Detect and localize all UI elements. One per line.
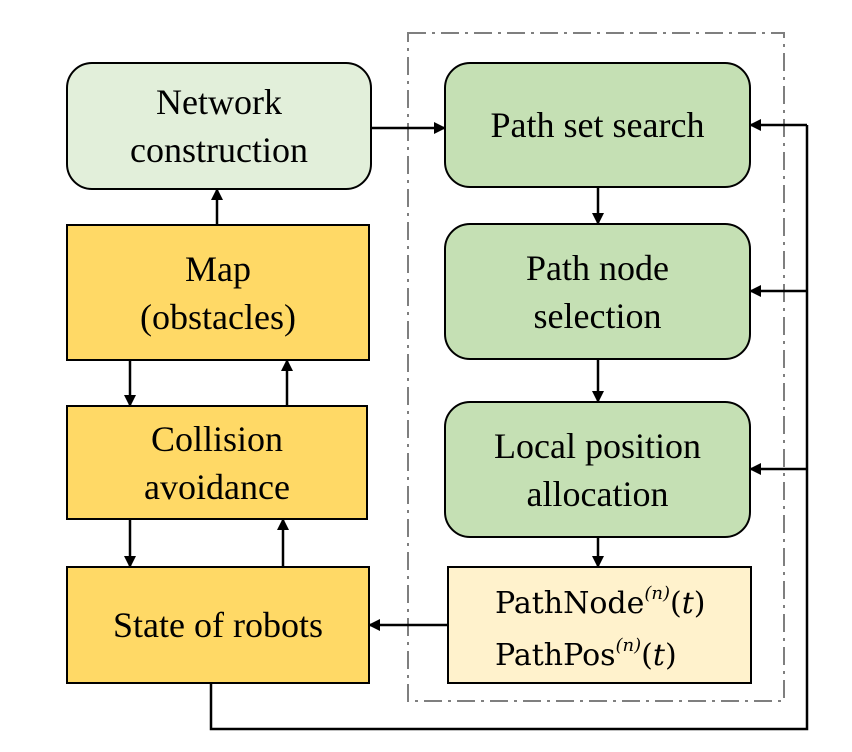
network-construction-line2: construction xyxy=(130,130,308,170)
local-position-allocation-line1: Local position xyxy=(494,425,701,466)
local-position-allocation-box: Local position allocation xyxy=(444,401,751,538)
path-node-selection-line2: selection xyxy=(533,295,662,336)
collision-avoidance-line2: avoidance xyxy=(144,466,290,507)
map-line2: (obstacles) xyxy=(140,296,296,337)
network-construction-line1: Network xyxy=(156,82,282,122)
path-pos-base: PathPos xyxy=(495,638,616,673)
local-position-allocation-line2: allocation xyxy=(526,473,669,514)
state-of-robots-box: State of robots xyxy=(66,566,370,684)
path-set-search-box: Path set search xyxy=(444,62,751,188)
network-construction-box: Network construction xyxy=(66,62,372,190)
path-pos-sup: (n) xyxy=(615,635,642,656)
collision-avoidance-box: Collision avoidance xyxy=(66,405,368,520)
path-node-arg: t xyxy=(681,586,694,621)
path-node-selection-box: Path node selection xyxy=(444,223,751,360)
collision-avoidance-line1: Collision xyxy=(150,418,284,459)
state-of-robots-label: State of robots xyxy=(113,605,323,645)
map-line1: Map xyxy=(185,248,251,289)
path-pos-expression: PathPos(n)(t) xyxy=(495,635,677,673)
map-box: Map (obstacles) xyxy=(66,224,370,361)
path-output-box: PathNode(n)(t) PathPos(n)(t) xyxy=(447,566,752,684)
path-node-selection-line1: Path node xyxy=(526,247,669,288)
path-node-expression: PathNode(n)(t) xyxy=(495,583,706,621)
feedback-loop-line xyxy=(209,125,809,731)
path-node-sup: (n) xyxy=(644,583,671,604)
path-pos-arg: t xyxy=(652,638,665,673)
path-node-base: PathNode xyxy=(495,586,645,621)
dashdot-group-border xyxy=(407,32,785,702)
path-set-search-label: Path set search xyxy=(490,105,705,145)
